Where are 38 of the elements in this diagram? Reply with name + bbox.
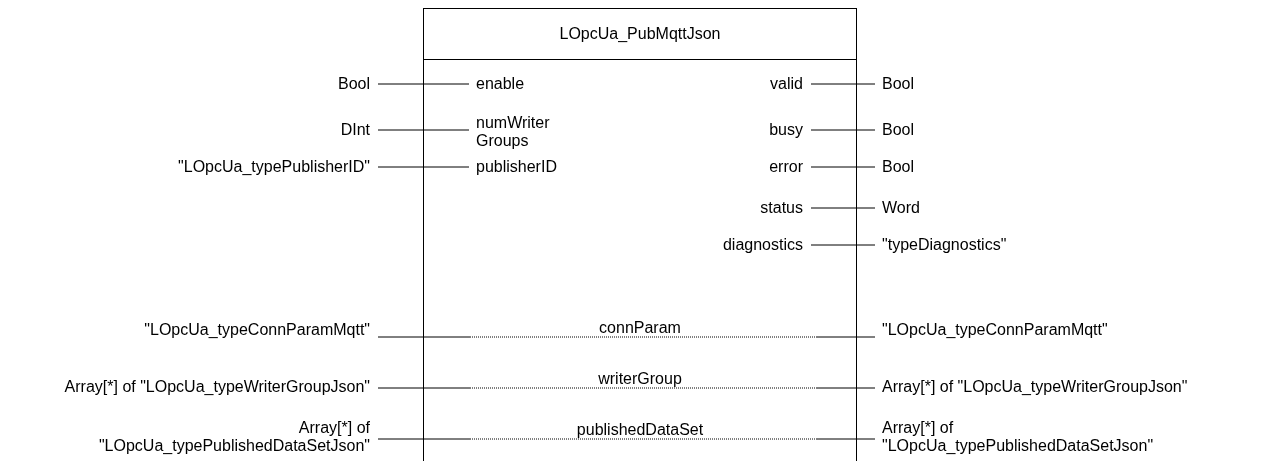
pin-label: numWriter Groups — [476, 114, 551, 150]
data-type-label: Bool — [882, 158, 915, 176]
data-type-label: Array[*] of "LOpcUa_typePublishedDataSetJson" — [97, 419, 370, 455]
connection-line — [810, 83, 876, 85]
data-type-label: Array[*] of "LOpcUa_typeWriterGroupJson" — [882, 378, 1189, 396]
in-out-connection-line — [377, 336, 876, 338]
edge-label: connParam — [597, 320, 683, 336]
in-out-connection-line — [377, 438, 876, 440]
in-out-connection-line — [377, 387, 876, 389]
pin-label: busy — [769, 121, 803, 139]
data-type-label: Word — [882, 199, 920, 217]
data-type-label: "LOpcUa_typeConnParamMqtt" — [144, 321, 370, 339]
connection-line — [377, 83, 470, 85]
data-type-label: "typeDiagnostics" — [882, 236, 1007, 254]
block-title: LOpcUa_PubMqttJson — [424, 9, 856, 60]
data-type-label: Bool — [882, 75, 915, 93]
data-type-label: "LOpcUa_typePublisherID" — [178, 158, 370, 176]
connection-line — [810, 129, 876, 131]
pin-label: enable — [476, 75, 525, 93]
pin-label: publisherID — [476, 158, 557, 176]
connection-line — [810, 207, 876, 209]
data-type-label: Array[*] of "LOpcUa_typeWriterGroupJson" — [63, 378, 370, 396]
data-type-label: "LOpcUa_typeConnParamMqtt" — [882, 321, 1108, 339]
connection-line — [377, 129, 470, 131]
connection-line — [810, 166, 876, 168]
edge-label: publishedDataSet — [574, 422, 706, 438]
data-type-label: DInt — [340, 121, 370, 139]
connection-line — [810, 244, 876, 246]
pin-label: diagnostics — [722, 236, 803, 254]
edge-label: writerGroup — [596, 371, 684, 387]
pin-label: status — [760, 199, 803, 217]
connection-line — [377, 166, 470, 168]
pin-label: valid — [770, 75, 803, 93]
data-type-label: Array[*] of "LOpcUa_typePublishedDataSetJson" — [882, 419, 1155, 455]
pin-label: error — [769, 158, 803, 176]
data-type-label: Bool — [882, 121, 915, 139]
data-type-label: Bool — [337, 75, 370, 93]
function-block — [423, 8, 857, 461]
